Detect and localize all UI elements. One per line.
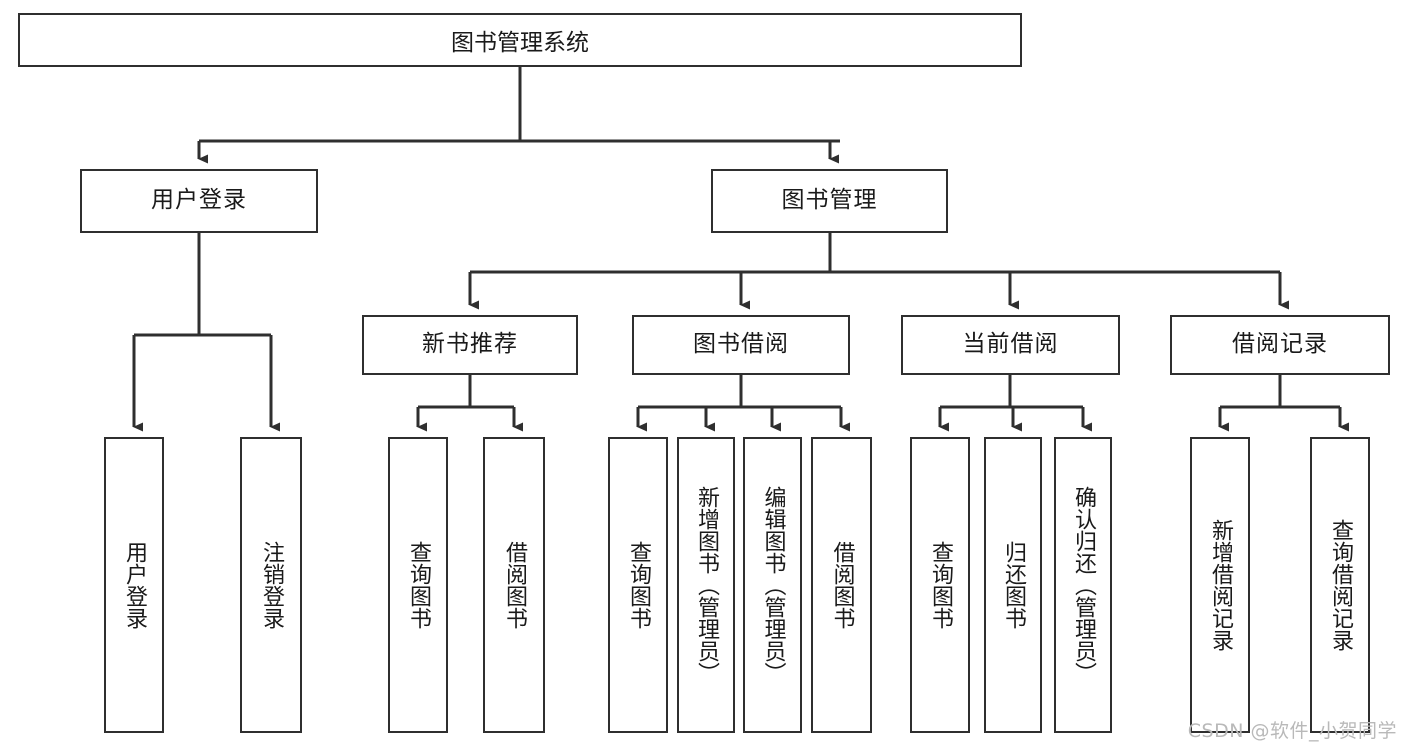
node-leaf-user-logout-label: 注销登录	[258, 541, 284, 629]
node-borrow-record[interactable]: 借阅记录	[1170, 315, 1390, 375]
node-user-login[interactable]: 用户登录	[80, 169, 318, 233]
node-current-borrow[interactable]: 当前借阅	[901, 315, 1120, 375]
node-leaf-borrow-book-2-label: 借阅图书	[829, 541, 855, 629]
node-book-manage-label: 图书管理	[781, 187, 878, 214]
node-leaf-query-book-3-label: 查询图书	[927, 541, 953, 629]
node-leaf-borrow-book-1-label: 借阅图书	[501, 541, 527, 629]
node-leaf-edit-book-label: 编辑图书（管理员）	[760, 486, 786, 684]
node-leaf-add-book-label: 新增图书（管理员）	[693, 486, 719, 684]
node-new-book-recommend[interactable]: 新书推荐	[362, 315, 578, 375]
node-leaf-query-record-label: 查询借阅记录	[1327, 519, 1353, 651]
node-leaf-query-book-3[interactable]: 查询图书	[910, 437, 970, 733]
node-leaf-user-login[interactable]: 用户登录	[104, 437, 164, 733]
node-leaf-query-book-2[interactable]: 查询图书	[608, 437, 668, 733]
node-leaf-add-record-label: 新增借阅记录	[1207, 519, 1233, 651]
node-leaf-add-record[interactable]: 新增借阅记录	[1190, 437, 1250, 733]
node-leaf-return-book[interactable]: 归还图书	[984, 437, 1042, 733]
node-book-borrow[interactable]: 图书借阅	[632, 315, 850, 375]
node-leaf-return-book-label: 归还图书	[1000, 541, 1026, 629]
node-borrow-record-label: 借阅记录	[1232, 331, 1328, 358]
node-leaf-user-logout[interactable]: 注销登录	[240, 437, 302, 733]
node-leaf-query-book-1-label: 查询图书	[405, 541, 431, 629]
node-leaf-edit-book[interactable]: 编辑图书（管理员）	[743, 437, 802, 733]
node-leaf-query-book-1[interactable]: 查询图书	[388, 437, 448, 733]
node-root-label: 图书管理系统	[451, 30, 589, 56]
node-leaf-query-book-2-label: 查询图书	[625, 541, 651, 629]
node-leaf-user-login-label: 用户登录	[121, 541, 147, 629]
node-leaf-confirm-return[interactable]: 确认归还（管理员）	[1054, 437, 1112, 733]
node-book-borrow-label: 图书借阅	[693, 331, 789, 358]
node-new-book-recommend-label: 新书推荐	[422, 331, 518, 358]
node-leaf-borrow-book-2[interactable]: 借阅图书	[811, 437, 872, 733]
node-leaf-borrow-book-1[interactable]: 借阅图书	[483, 437, 545, 733]
node-leaf-add-book[interactable]: 新增图书（管理员）	[677, 437, 735, 733]
node-user-login-label: 用户登录	[151, 187, 247, 214]
node-leaf-confirm-return-label: 确认归还（管理员）	[1070, 486, 1096, 684]
node-leaf-query-record[interactable]: 查询借阅记录	[1310, 437, 1370, 733]
watermark: CSDN @软件_小贺同学	[1187, 720, 1397, 742]
node-root[interactable]: 图书管理系统	[18, 13, 1022, 67]
node-current-borrow-label: 当前借阅	[962, 331, 1059, 358]
node-book-manage[interactable]: 图书管理	[711, 169, 948, 233]
